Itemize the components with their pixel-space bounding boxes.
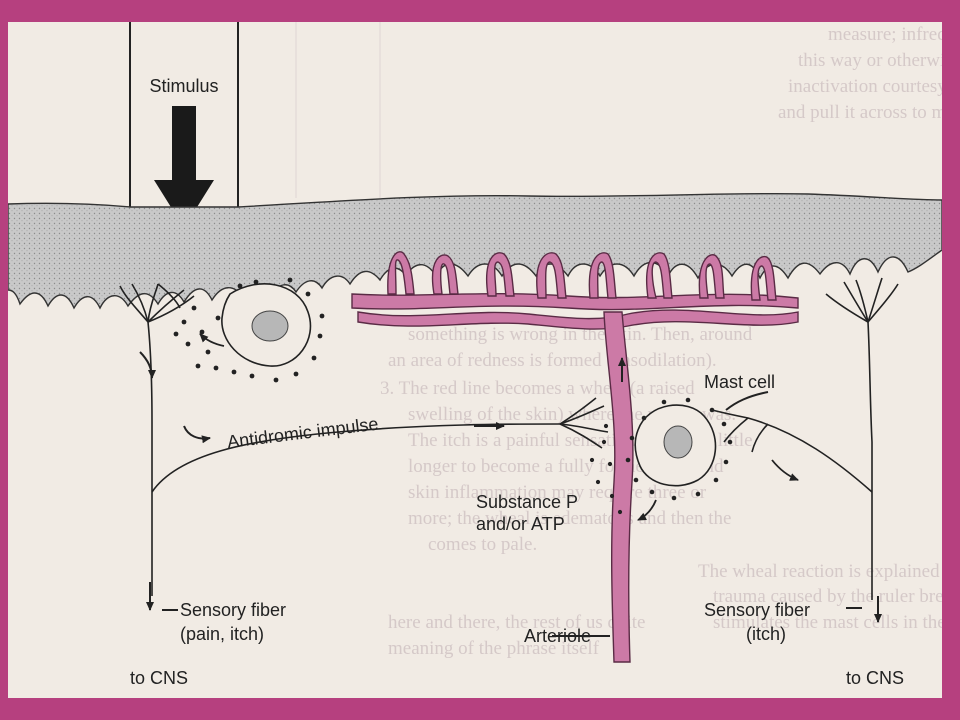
svg-text:inactivation courtesy of these: inactivation courtesy of these lines. Ta… (788, 76, 942, 97)
to-cns-right-label: to CNS (846, 668, 904, 688)
svg-text:here and there, the rest of us: here and there, the rest of us quite (388, 612, 645, 633)
svg-text:measure; infrequently, continu: measure; infrequently, continuously infe… (828, 24, 942, 45)
left-mast-cell (173, 277, 325, 383)
mast-cell-label: Mast cell (704, 372, 775, 392)
to-cns-left-label: to CNS (130, 668, 188, 688)
curved-arrow-icon (771, 459, 799, 481)
arteriole-label: Arteriole (524, 626, 591, 646)
right-mast-cell (589, 397, 799, 521)
arteriole-network (351, 251, 799, 663)
sensory-fiber-left-label: Sensory fiber (180, 600, 286, 620)
figure-sheet: measure; infrequently, continuously infe… (8, 22, 942, 698)
sensory-fiber-right-label: Sensory fiber (704, 600, 810, 620)
stimulus-label: Stimulus (149, 76, 218, 96)
right-sensory-fiber (711, 277, 899, 600)
svg-text:and pull it across to measure: and pull it across to measure it against… (778, 102, 942, 123)
flow-arrows (139, 351, 882, 637)
curved-arrow-icon (637, 499, 657, 521)
svg-text:3. The red line becomes a whea: 3. The red line becomes a wheal (a raise… (380, 378, 695, 399)
curved-arrow-icon (199, 333, 225, 347)
skin-epidermis (8, 192, 942, 310)
stimulus-arrow-icon (154, 106, 214, 228)
svg-text:more; the wheal is edematous a: more; the wheal is edematous and then th… (408, 508, 731, 529)
neurogenic-inflammation-diagram: measure; infrequently, continuously infe… (8, 22, 942, 688)
curved-arrow-icon (183, 425, 211, 444)
sensory-fiber-left-label-line2: (pain, itch) (180, 624, 264, 644)
svg-text:an area of redness is formed (: an area of redness is formed (vasodilati… (388, 350, 717, 371)
sensory-fiber-right-label-line2: (itch) (746, 624, 786, 644)
svg-text:something is wrong in the skin: something is wrong in the skin. Then, ar… (408, 324, 753, 345)
svg-text:meaning of the phrase itself: meaning of the phrase itself (388, 638, 600, 659)
curved-arrow-icon (139, 351, 156, 379)
svg-text:The wheal reaction is explaine: The wheal reaction is explained as follo… (698, 561, 942, 582)
substance-p-label: Substance P (476, 492, 578, 512)
stimulus-panel: Stimulus (129, 22, 239, 241)
svg-text:this way or otherwise. It then: this way or otherwise. It then can be hi… (798, 50, 942, 71)
antidromic-impulse-label: Antidromic impulse (226, 414, 379, 452)
svg-text:stimulates the mast cells in t: stimulates the mast cells in the dermis;… (713, 612, 942, 633)
svg-text:trauma caused by the ruler bre: trauma caused by the ruler breaks up or … (713, 586, 942, 607)
substance-p-label-line2: and/or ATP (476, 514, 565, 534)
svg-text:comes to pale.: comes to pale. (428, 534, 537, 555)
